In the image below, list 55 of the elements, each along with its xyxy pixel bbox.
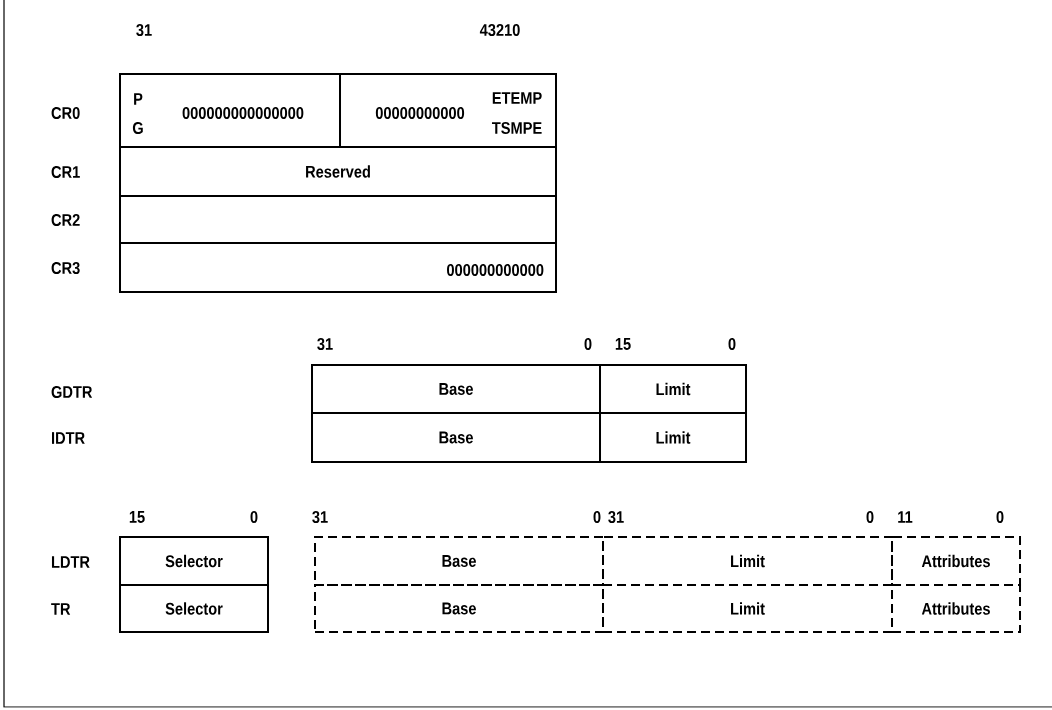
bit-number: 43210 — [479, 23, 520, 37]
register-field — [311, 412, 601, 463]
field-label: Limit — [731, 554, 765, 568]
field-label: Attributes — [921, 554, 990, 568]
field-label: Reserved — [306, 165, 370, 178]
register-field — [119, 584, 269, 633]
register-field — [314, 584, 604, 633]
register-field — [119, 73, 341, 148]
bit-number: 31 — [312, 511, 328, 524]
register-name: IDTR — [51, 432, 85, 444]
field-label: Base — [442, 602, 476, 615]
field-label: 00000000000 — [375, 107, 465, 120]
field-label: Base — [442, 555, 476, 567]
register-field — [119, 242, 557, 293]
field-label: P — [134, 93, 143, 105]
field-label: Limit — [656, 431, 691, 444]
bit-number: 0 — [866, 511, 874, 524]
register-field — [119, 146, 557, 197]
field-label: Base — [439, 383, 473, 395]
field-label: 000000000000 — [447, 264, 544, 277]
field-label: Attributes — [921, 602, 990, 615]
field-label: G — [132, 122, 143, 135]
field-label: Selector — [165, 602, 223, 615]
register-name: CR2 — [51, 214, 80, 227]
empty-field — [119, 195, 557, 244]
register-name: CR0 — [51, 107, 80, 120]
field-label: Selector — [165, 554, 223, 568]
bit-number: 31 — [317, 337, 333, 351]
register-field — [599, 364, 747, 414]
field-label: ETEMP — [492, 92, 542, 104]
field-label: Limit — [656, 382, 691, 396]
register-name: TR — [51, 603, 71, 615]
register-field — [891, 584, 1021, 633]
register-field — [891, 536, 1021, 586]
register-field — [339, 73, 557, 148]
field-label: Base — [439, 431, 473, 444]
register-field — [311, 364, 601, 414]
register-field — [599, 412, 747, 463]
register-name: CR3 — [51, 261, 80, 275]
register-field — [314, 536, 604, 586]
bit-number: 0 — [584, 338, 592, 351]
field-label: 000000000000000 — [182, 107, 304, 120]
register-field — [602, 536, 893, 586]
register-name: LDTR — [51, 556, 90, 568]
bit-number: 0 — [593, 511, 601, 524]
bit-number: 31 — [136, 23, 152, 37]
bit-number: 11 — [898, 511, 913, 523]
register-field — [119, 536, 269, 586]
bit-number: 15 — [615, 338, 631, 350]
register-name: GDTR — [51, 386, 93, 399]
field-label: Limit — [731, 602, 765, 615]
field-label: TSMPE — [492, 122, 542, 135]
register-field — [602, 584, 893, 633]
register-name: CR1 — [51, 166, 80, 179]
bit-number: 31 — [608, 511, 624, 524]
